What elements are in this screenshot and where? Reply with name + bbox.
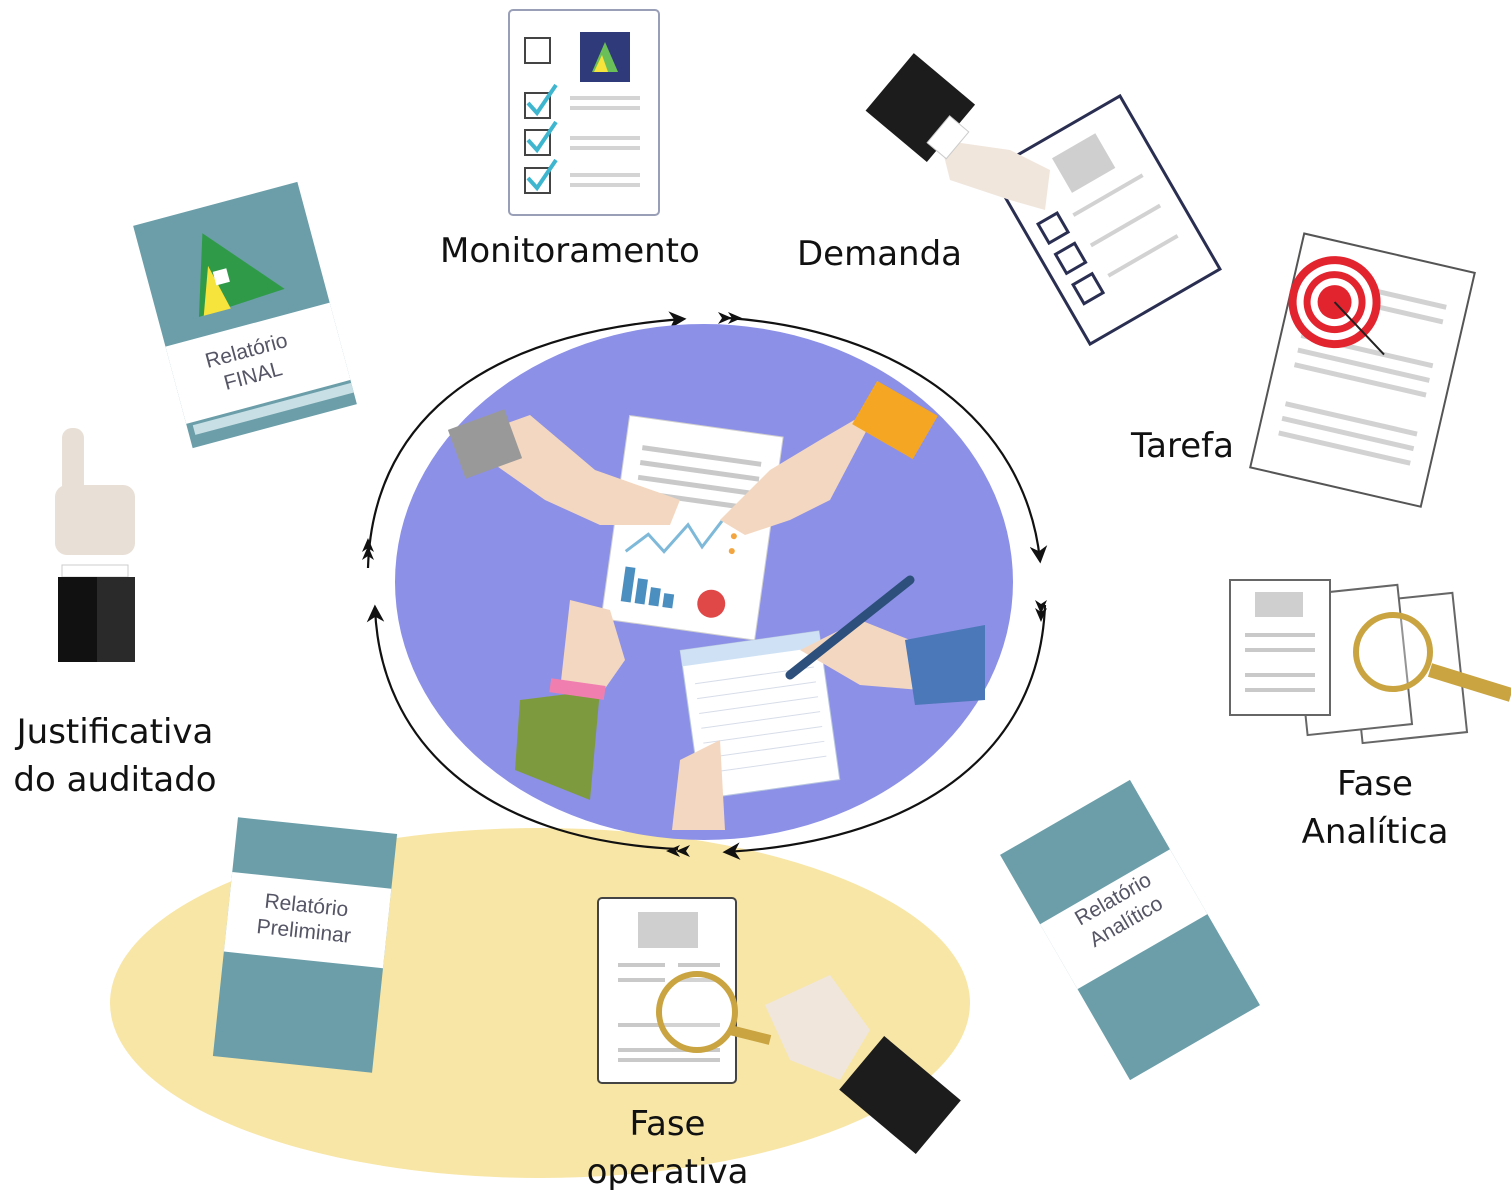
cycle-arrows bbox=[366, 311, 1048, 860]
document-magnifier-hand-icon bbox=[597, 897, 961, 1154]
demanda-text: Demanda bbox=[797, 234, 963, 274]
fase-operativa-line2: operativa bbox=[586, 1152, 749, 1193]
arrow-top-right bbox=[727, 316, 1048, 564]
monitoramento-text: Monitoramento bbox=[440, 231, 700, 271]
checklist-icon bbox=[508, 9, 660, 216]
fase-analitica-line2: Analítica bbox=[1301, 812, 1449, 853]
fase-operativa-line1: Fase bbox=[629, 1104, 706, 1144]
arrow-bottom-right bbox=[722, 604, 1047, 860]
label-tarefa: Tarefa bbox=[1131, 422, 1234, 470]
arrow-bottom-left bbox=[366, 604, 679, 851]
documents-magnifier-icon bbox=[1229, 579, 1511, 745]
book-relatorio-final bbox=[133, 181, 357, 449]
label-demanda: Demanda bbox=[797, 230, 962, 278]
fase-analitica-line1: Fase bbox=[1337, 764, 1413, 804]
book-relatorio-analitico bbox=[1000, 779, 1260, 1081]
label-fase-analitica: Fase Analítica bbox=[1300, 760, 1450, 857]
label-monitoramento: Monitoramento bbox=[440, 227, 700, 275]
label-justificativa: Justificativa do auditado bbox=[10, 708, 220, 805]
pointing-hand-icon bbox=[55, 428, 135, 662]
tarefa-text: Tarefa bbox=[1131, 426, 1234, 466]
arrow-top-left bbox=[366, 311, 687, 569]
team-reviewing-documents-icon bbox=[395, 324, 1013, 840]
label-fase-operativa: Fase operativa bbox=[585, 1100, 750, 1197]
hand-holding-checklist-icon bbox=[865, 53, 1223, 347]
cycle-arrow-tails bbox=[362, 312, 1047, 857]
book-relatorio-preliminar bbox=[212, 817, 398, 1073]
justificativa-line2: do auditado bbox=[13, 760, 217, 801]
target-document-icon bbox=[1249, 232, 1476, 508]
justificativa-line1: Justificativa bbox=[16, 712, 214, 752]
